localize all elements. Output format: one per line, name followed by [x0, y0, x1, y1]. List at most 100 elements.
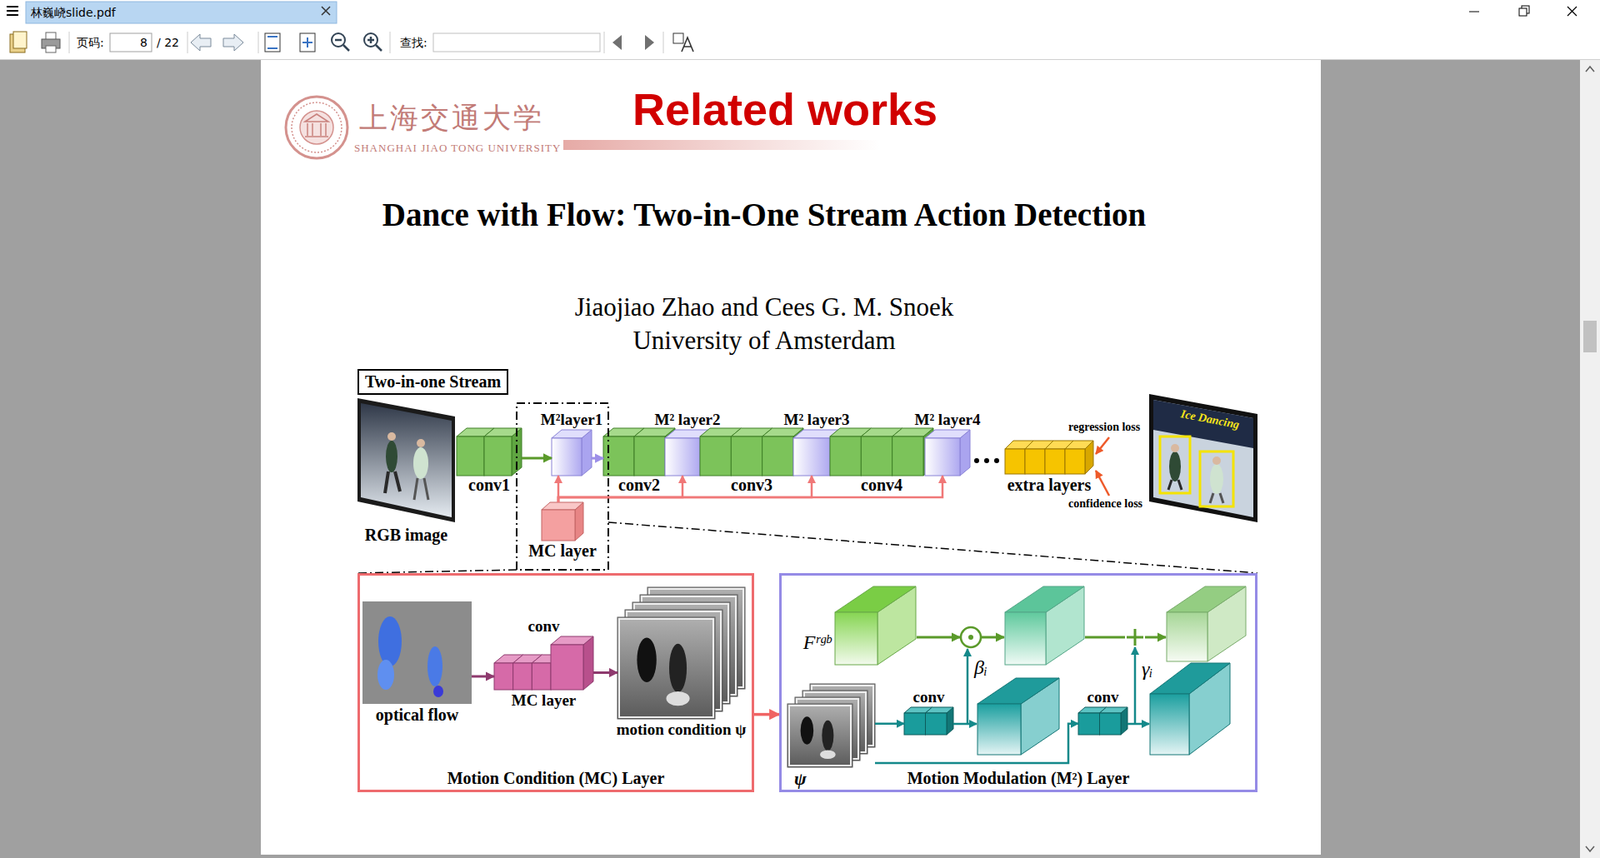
small-conv-cube-front: [925, 713, 948, 735]
output-band: [1153, 400, 1254, 449]
skater: [1170, 444, 1180, 453]
menu-icon: [6, 5, 19, 8]
node-label: optical flow: [375, 706, 459, 725]
skater: [413, 447, 429, 480]
find-prev-icon: [612, 35, 622, 50]
teal-cube-front: [977, 704, 1021, 755]
separator: [663, 31, 665, 54]
node-label: Motion Condition (MC) Layer: [447, 770, 665, 788]
skater: [416, 439, 425, 448]
conv-block: conv3: [700, 428, 804, 476]
zoom-frame: [516, 403, 609, 570]
extra-cube-front: [1005, 449, 1025, 475]
conv-cube: [456, 428, 522, 476]
symbol-label: γᵢ: [1141, 658, 1153, 682]
modulation-layer: M²layer1: [551, 430, 592, 476]
flow-image: [362, 601, 472, 705]
modulation-cube-front: [551, 438, 582, 476]
silhouette: [821, 720, 834, 751]
conv-cube-front: [892, 436, 924, 476]
map-frame-edge: [789, 705, 851, 766]
flow-arrow: [754, 713, 780, 717]
teal-wire: [1127, 723, 1150, 726]
logo-seal: [300, 110, 334, 145]
skater: [1210, 493, 1224, 504]
small-conv-cube-top: [925, 707, 955, 714]
node-label: conv1: [468, 476, 510, 495]
viewer-ground: [0, 60, 1580, 858]
add-symbol: [1126, 629, 1144, 646]
conv-cube-front: [456, 436, 485, 476]
rgb-frame: [357, 398, 455, 523]
condition-panel: Motion Condition (MC) Layer optical flow c…: [357, 573, 755, 793]
toolbar-label: 页码:: [76, 35, 105, 50]
node-label: conv4: [860, 476, 903, 495]
feature-wire: [1145, 636, 1166, 640]
zoom-leader: [608, 522, 1258, 574]
feature-cube: [1005, 586, 1085, 665]
modulation-layer: M² layer2: [665, 430, 710, 476]
flow-arrow: [558, 475, 943, 503]
back-icon: [190, 34, 211, 51]
scroll-up: [1585, 66, 1595, 72]
modulation-cube-top: [551, 430, 592, 439]
loss-label: confidence loss: [1068, 497, 1143, 511]
ellipsis-dot: [994, 458, 1000, 464]
node-label: conv: [913, 689, 945, 706]
map-frame: [787, 704, 853, 768]
separator: [69, 31, 70, 54]
zoom-in-icon: [367, 36, 382, 51]
mc-conv-block: convMC layer: [494, 636, 594, 690]
node-label: M²layer1: [540, 411, 603, 429]
rgb-image: RGB image: [357, 398, 455, 523]
rgb-rink: [360, 403, 452, 518]
node-label: M² layer2: [654, 411, 720, 429]
modulation-cube-front: [665, 438, 700, 476]
flow-arrow: [591, 457, 604, 460]
conv-cube-front: [830, 436, 861, 476]
tab: [25, 1, 337, 24]
scroll-thumb: [1583, 320, 1597, 353]
node-label: MC layer: [528, 542, 597, 560]
silhouette: [669, 644, 687, 694]
node-label: conv: [528, 618, 560, 635]
condition-maps: [617, 587, 745, 720]
loss-arrow: [1095, 437, 1110, 455]
map-frame: [617, 617, 715, 720]
page-number: 8: [140, 35, 148, 50]
node-label: Ice Dancing: [1180, 408, 1241, 432]
silhouette: [800, 716, 815, 745]
open-icon: [13, 31, 27, 49]
mc-conv-cube-front: [550, 645, 584, 690]
fit-width-icon: [300, 33, 315, 52]
small-conv-cube-front: [904, 713, 926, 735]
skater: [387, 432, 396, 441]
flow-arrow: [593, 671, 618, 675]
extra-cube: [1005, 440, 1094, 475]
menu-icon: [6, 14, 19, 16]
node-label: Two-in-one Stream: [365, 373, 501, 391]
small-conv-cube: [1078, 707, 1128, 735]
conv-block: conv: [904, 707, 954, 735]
feature-cube-top: [1005, 586, 1085, 613]
feature-cube: [1166, 586, 1246, 662]
flow-blob: [427, 646, 443, 687]
condition-cube: [541, 502, 584, 541]
conv-block: conv: [1078, 707, 1128, 735]
small-conv-cube-front: [1078, 713, 1100, 735]
node-label: extra layers: [1007, 476, 1092, 495]
gamma-wire: [1134, 647, 1137, 725]
slide-title: Related works: [632, 86, 938, 132]
conv-block: conv1: [456, 428, 522, 476]
map-frame-edge: [619, 619, 714, 718]
conv-cube-front: [634, 436, 665, 476]
teal-cube-front: [1150, 694, 1190, 755]
modulation-cube-front: [793, 438, 830, 476]
conv-block: conv2: [603, 428, 675, 476]
small-conv-cube-top: [1100, 707, 1129, 714]
feature-wire: [981, 636, 1005, 640]
feature-wire: [1085, 636, 1125, 640]
tab-title: 林巍峣slide.pdf: [30, 5, 116, 20]
ellipsis-dot: [984, 458, 990, 464]
